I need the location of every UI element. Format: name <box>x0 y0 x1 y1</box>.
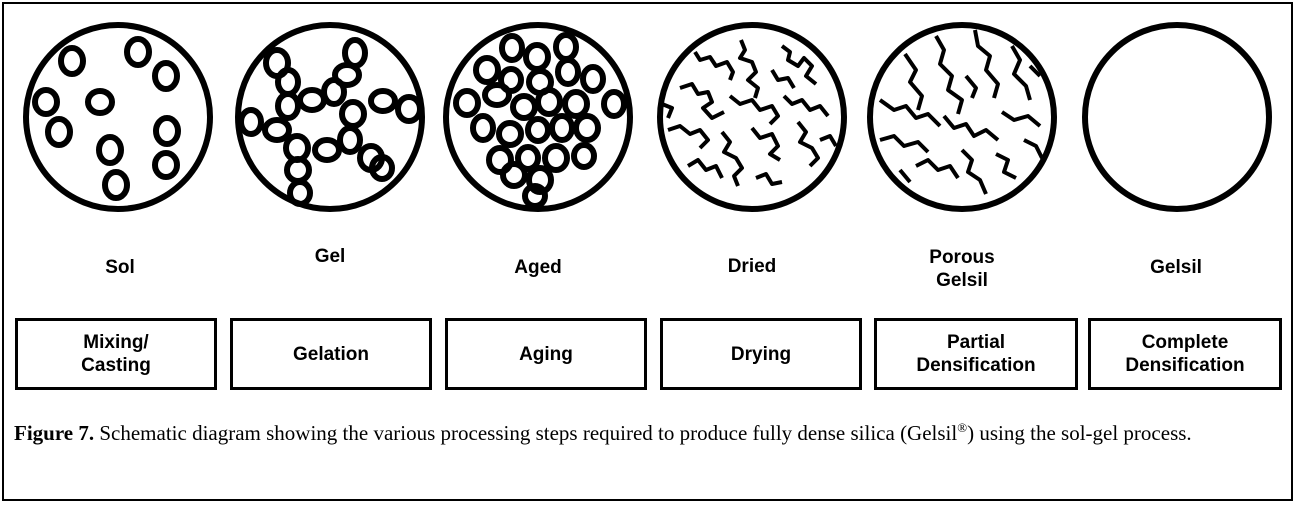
step-label-aging: Aging <box>519 343 573 366</box>
sol-particles-icon <box>26 25 210 209</box>
gel-network-icon <box>238 25 422 209</box>
step-box-mixing-casting: Mixing/ Casting <box>15 318 217 390</box>
stage-label-dried: Dried <box>652 255 852 278</box>
stage-label-sol: Sol <box>20 256 220 279</box>
step-label-gelation: Gelation <box>293 343 369 366</box>
step-label-drying: Drying <box>731 343 791 366</box>
stage-label-gelsil: Gelsil <box>1076 256 1276 279</box>
porous-gelsil-icon <box>870 25 1054 209</box>
step-label-mixing-casting: Mixing/ Casting <box>81 331 151 377</box>
step-box-gelation: Gelation <box>230 318 432 390</box>
stage-label-gel: Gel <box>230 245 430 268</box>
step-label-complete-densification: Complete Densification <box>1125 331 1244 377</box>
step-box-drying: Drying <box>660 318 862 390</box>
step-box-complete-densification: Complete Densification <box>1088 318 1282 390</box>
step-box-partial-densification: Partial Densification <box>874 318 1078 390</box>
registered-mark: ® <box>957 420 967 435</box>
figure-caption: Figure 7. Schematic diagram showing the … <box>14 420 1276 447</box>
dried-pore-structure-icon <box>660 25 844 209</box>
stage-label-aged: Aged <box>438 256 638 279</box>
caption-text-before: Schematic diagram showing the various pr… <box>99 421 957 445</box>
caption-text-after: ) using the sol-gel process. <box>967 421 1192 445</box>
figure-label: Figure 7. <box>14 421 94 445</box>
dense-gelsil-icon <box>1085 25 1269 209</box>
step-label-partial-densification: Partial Densification <box>916 331 1035 377</box>
step-box-aging: Aging <box>445 318 647 390</box>
stage-label-porous-gelsil: Porous Gelsil <box>862 246 1062 292</box>
aged-network-icon <box>446 25 630 209</box>
